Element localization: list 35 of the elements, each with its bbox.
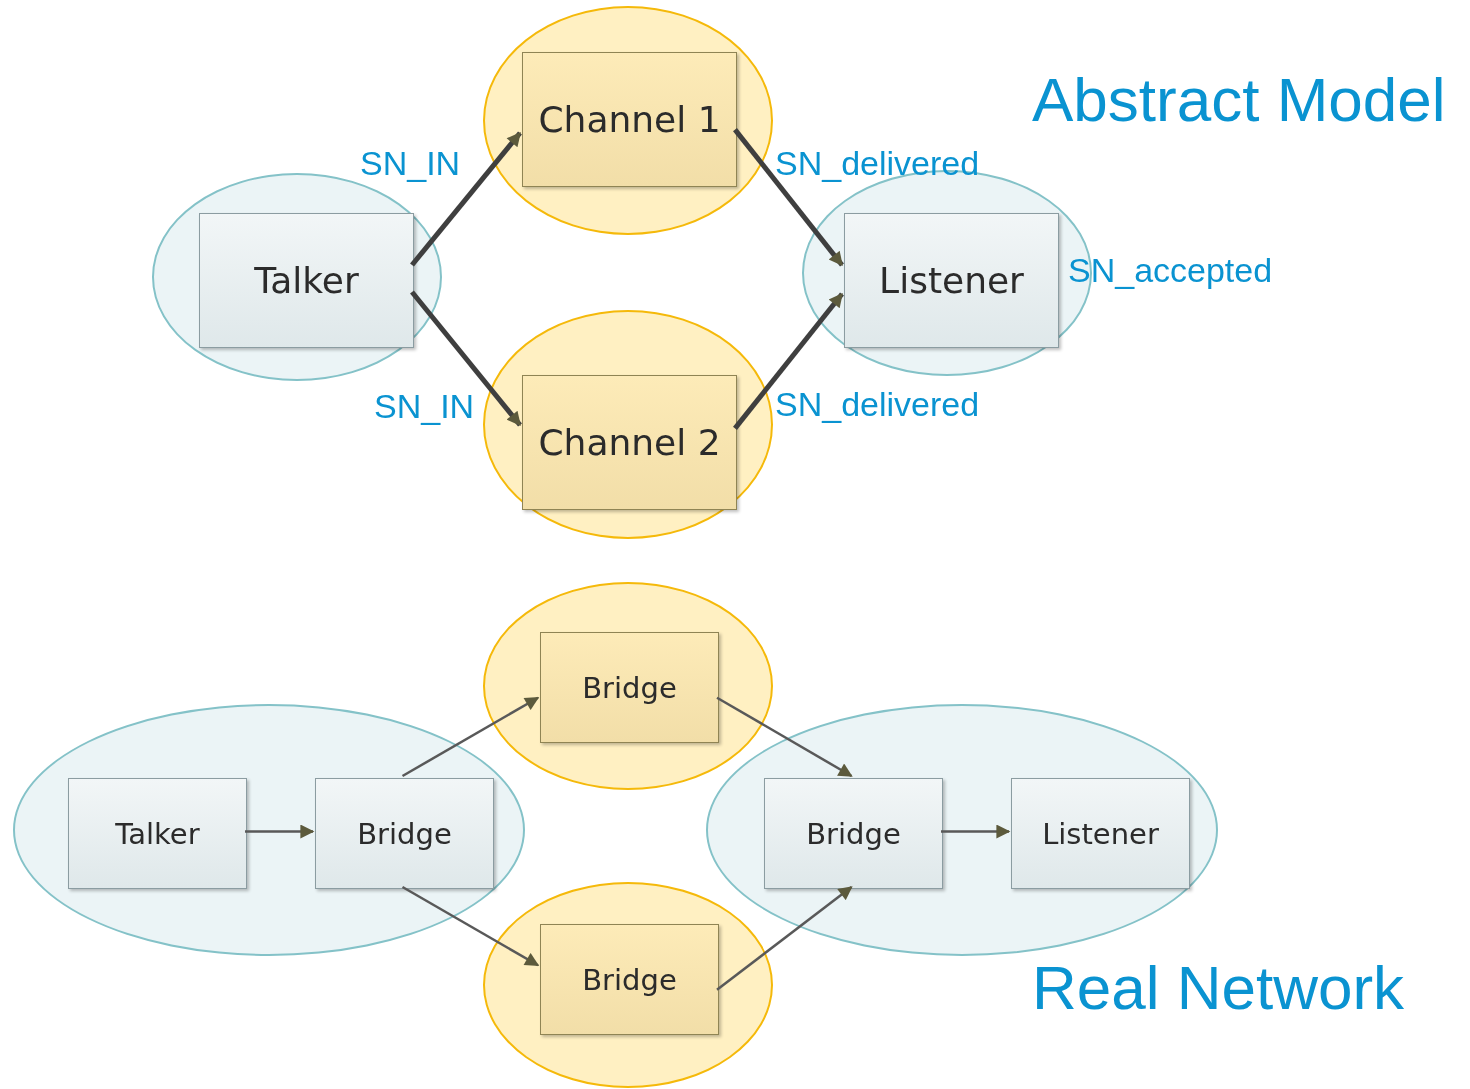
node-box <box>522 52 737 187</box>
section-title: Abstract Model <box>1032 66 1446 135</box>
node-label: Bridge <box>582 670 677 705</box>
side-label: SN_accepted <box>1068 252 1273 290</box>
arrow <box>401 885 540 967</box>
arrow <box>410 131 522 267</box>
arrow <box>245 824 315 839</box>
node-box <box>540 632 719 743</box>
node-box <box>540 924 719 1035</box>
node-label: Bridge <box>806 816 901 851</box>
node-label: Channel 2 <box>538 422 721 463</box>
node-label: Talker <box>115 816 200 851</box>
node-label: Listener <box>879 260 1024 301</box>
node-box <box>522 375 737 510</box>
node-box <box>764 778 943 889</box>
node-label: Bridge <box>582 962 677 997</box>
node-box <box>844 213 1059 348</box>
node-box <box>199 213 414 348</box>
arrow <box>716 696 853 778</box>
node-label: Talker <box>254 260 359 301</box>
edge-label: SN_delivered <box>775 386 980 424</box>
arrow <box>410 290 522 427</box>
node-box <box>315 778 494 889</box>
node-label: Listener <box>1042 816 1159 851</box>
arrow <box>941 824 1011 839</box>
arrow <box>716 886 853 991</box>
node-label: Channel 1 <box>538 99 721 140</box>
edge-label: SN_delivered <box>775 145 980 183</box>
edge-label: SN_IN <box>360 145 461 183</box>
node-label: Bridge <box>357 816 452 851</box>
section-title: Real Network <box>1032 954 1405 1023</box>
arrow <box>401 696 540 778</box>
edge-label: SN_IN <box>374 388 475 426</box>
node-box <box>1011 778 1190 889</box>
node-box <box>68 778 247 889</box>
